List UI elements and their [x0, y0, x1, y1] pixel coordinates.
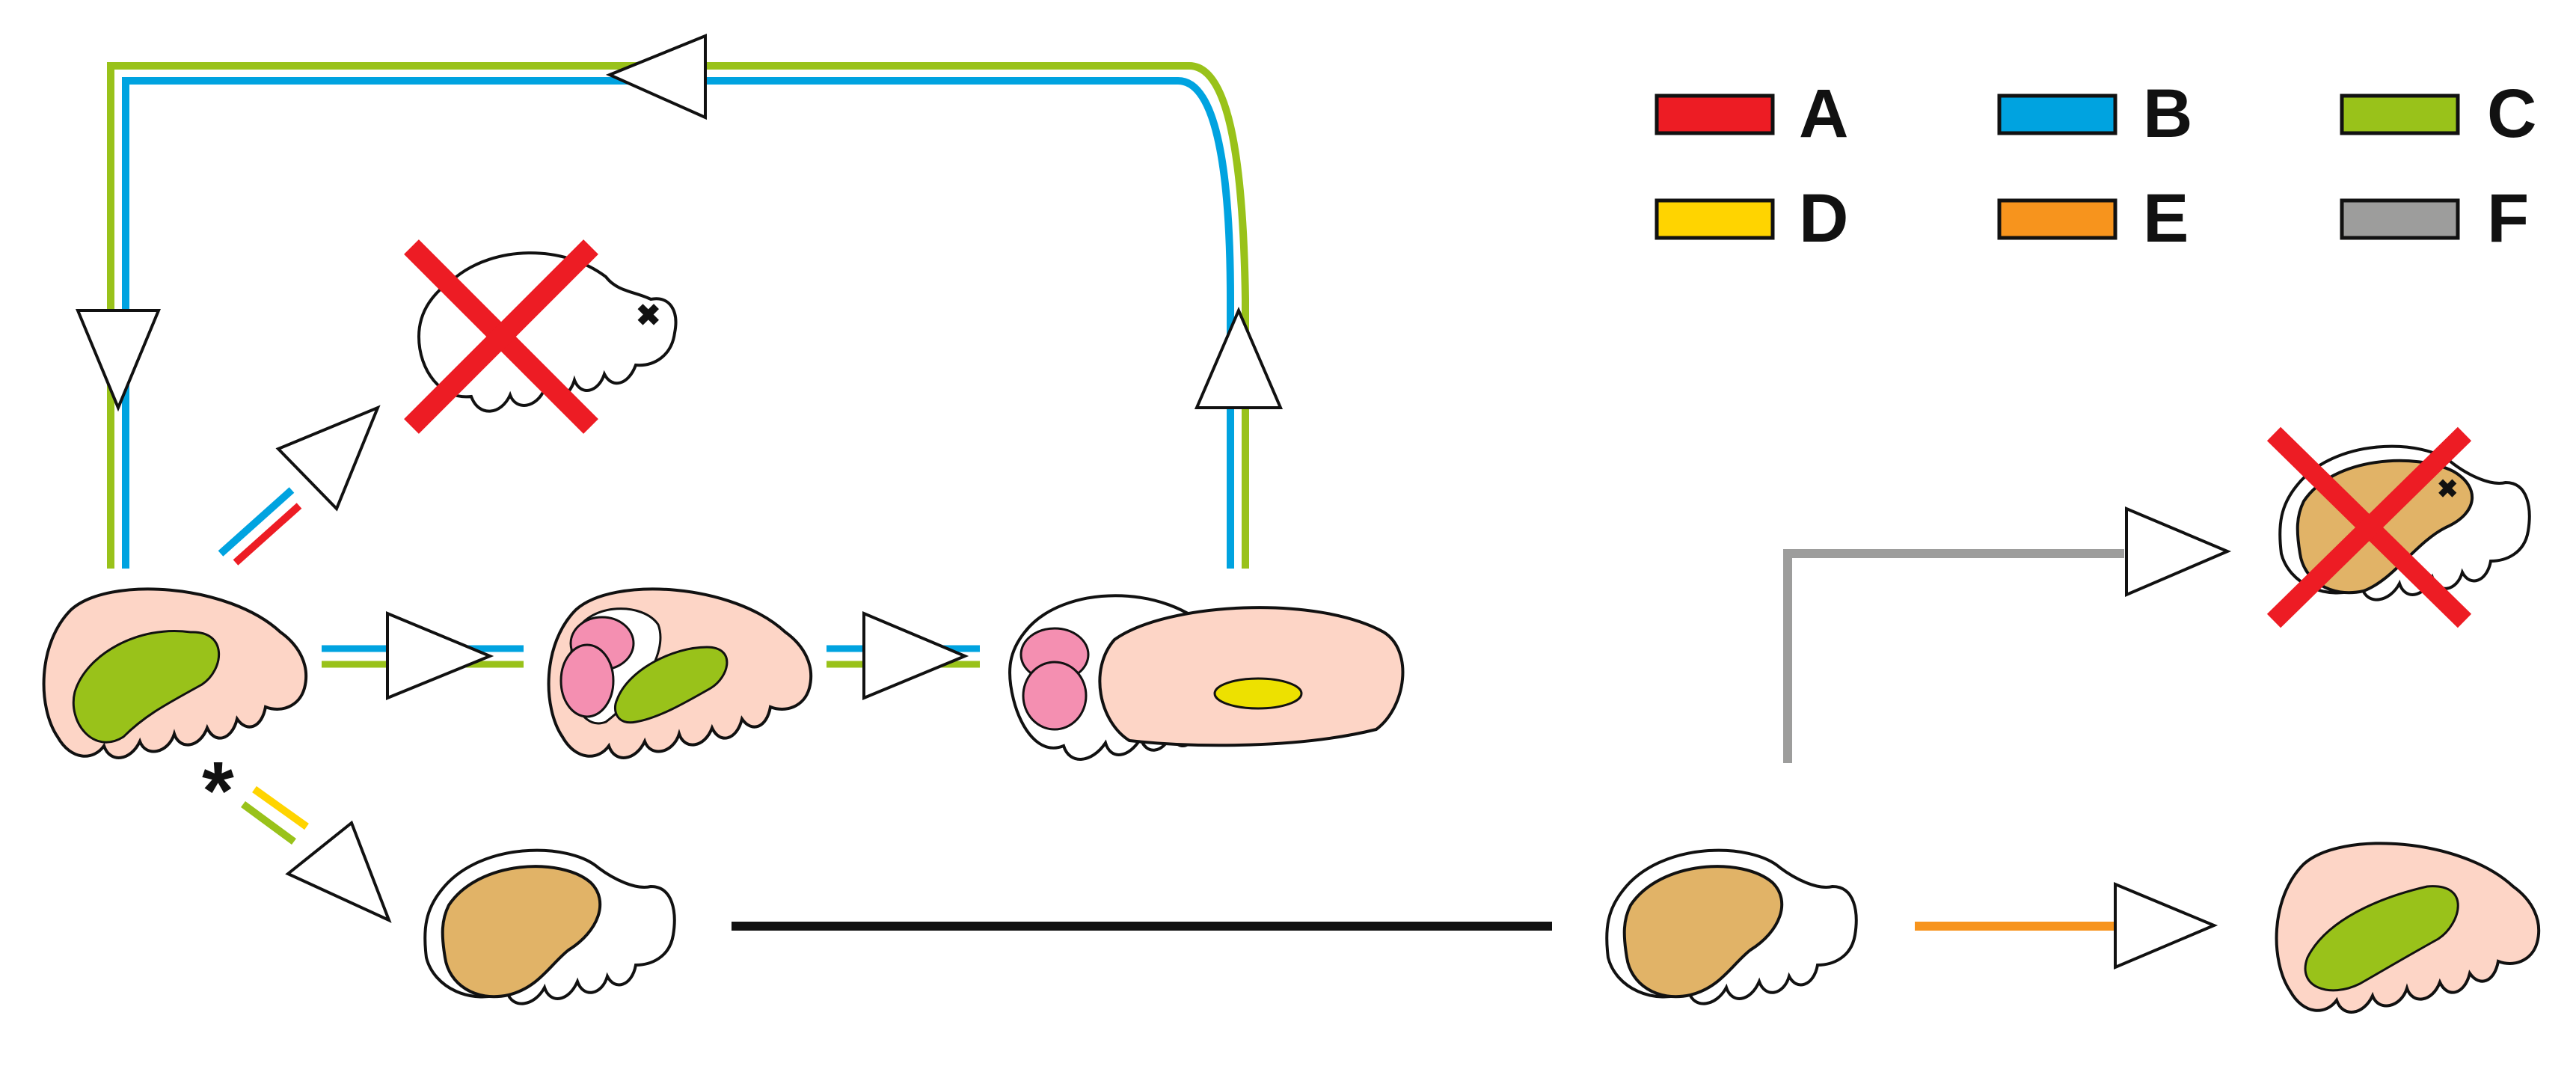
legend-item-e: E	[1997, 180, 2189, 257]
legend-item-c: C	[2340, 76, 2536, 152]
larva-start	[42, 587, 308, 759]
larva-final	[2275, 842, 2541, 1014]
diagonal-path-ab	[218, 487, 302, 566]
legend-label-c: C	[2487, 76, 2536, 152]
larva-advanced	[1008, 594, 1405, 761]
legend-swatch-c	[2340, 94, 2460, 135]
legend-label-a: A	[1799, 76, 1848, 152]
cross-mark-right	[2266, 426, 2472, 628]
larva-developing	[547, 587, 813, 759]
svg-text:✖: ✖	[636, 299, 661, 332]
dead-larva-right: ✖	[2266, 426, 2531, 628]
arrow-right-up	[1194, 306, 1284, 409]
asterisk-mark: *	[202, 745, 234, 837]
arrow-diagonal-down	[285, 820, 392, 923]
legend-swatch-f	[2340, 198, 2460, 240]
legend-swatch-e	[1997, 198, 2117, 240]
legend-swatch-b	[1997, 94, 2117, 135]
legend-item-a: A	[1655, 76, 1848, 152]
arrow-diagonal-up	[275, 405, 381, 512]
svg-text:✖: ✖	[2437, 475, 2459, 503]
legend-item-f: F	[2340, 180, 2529, 257]
legend-swatch-a	[1655, 94, 1775, 135]
legend-label-f: F	[2487, 180, 2529, 257]
legend-label-e: E	[2143, 180, 2189, 257]
arrow-f	[2125, 506, 2232, 598]
legend-item-b: B	[1997, 76, 2192, 152]
larva-diapause-left	[423, 848, 676, 1005]
path-f	[1783, 549, 2124, 763]
legend-item-d: D	[1655, 180, 1848, 257]
diagonal-path-cd	[241, 785, 309, 845]
arrow-e	[2114, 882, 2218, 970]
legend-swatch-d	[1655, 198, 1775, 240]
loop-path-bc	[107, 62, 1249, 569]
arrow-mid-1	[386, 611, 494, 700]
arrow-left-down	[76, 309, 161, 412]
legend-label-b: B	[2143, 76, 2192, 152]
dead-larva-top: ✖	[404, 239, 678, 434]
legend-label-d: D	[1799, 180, 1848, 257]
cross-mark-top	[404, 239, 598, 434]
arrow-mid-2	[862, 610, 969, 700]
larva-diapause-right	[1605, 848, 1858, 1005]
legend: A B C D E F	[1655, 76, 2536, 257]
arrow-top-left	[605, 34, 707, 120]
